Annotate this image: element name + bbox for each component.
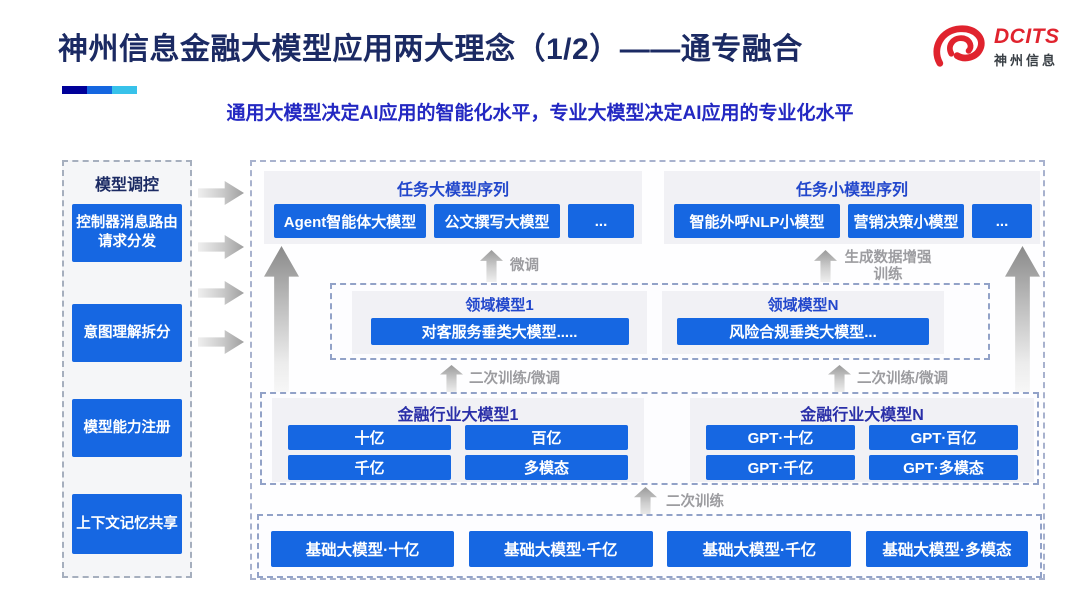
domain-model-layer: 领域模型1 对客服务垂类大模型..... 领域模型N 风险合规垂类大模型... bbox=[330, 283, 990, 360]
group-title: 领域模型N bbox=[767, 297, 839, 314]
model-architecture-diagram: 任务大模型序列 Agent智能体大模型 公文撰写大模型 ... 任务小模型序列 … bbox=[250, 160, 1045, 580]
up-arrow-icon bbox=[480, 250, 503, 282]
right-arrow-icon bbox=[198, 281, 244, 305]
up-arrow-icon bbox=[814, 250, 837, 282]
right-arrow-icon bbox=[198, 181, 244, 205]
model-control-panel: 模型调控 控制器消息路由请求分发 意图理解拆分 模型能力注册 上下文记忆共享 bbox=[62, 160, 192, 578]
industry-model-group-n: 金融行业大模型N GPT·十亿 GPT·百亿 GPT·千亿 GPT·多模态 bbox=[690, 398, 1034, 482]
sidebar-item-intent: 意图理解拆分 bbox=[72, 304, 182, 362]
model-chip: Agent智能体大模型 bbox=[274, 204, 426, 238]
group-title: 任务大模型序列 bbox=[396, 182, 509, 199]
model-chip: 公文撰写大模型 bbox=[434, 204, 560, 238]
model-chip: 对客服务垂类大模型..... bbox=[370, 318, 629, 345]
accent-segment bbox=[62, 86, 87, 94]
flow-label-retrain-ft: 二次训练/微调 bbox=[857, 371, 949, 387]
sidebar-item-context: 上下文记忆共享 bbox=[72, 494, 182, 554]
model-chip: 百亿 bbox=[465, 425, 628, 450]
model-chip: 十亿 bbox=[288, 425, 451, 450]
up-arrow-icon bbox=[1005, 246, 1040, 392]
group-title: 金融行业大模型N bbox=[800, 407, 924, 424]
model-chip: 基础大模型·千亿 bbox=[468, 531, 653, 567]
accent-bar bbox=[62, 86, 137, 94]
flow-label-finetune: 微调 bbox=[510, 258, 539, 274]
industry-model-group-1: 金融行业大模型1 十亿 百亿 千亿 多模态 bbox=[272, 398, 644, 482]
model-chip: GPT·多模态 bbox=[869, 455, 1018, 480]
right-arrow-icon bbox=[198, 330, 244, 354]
model-chip: 营销决策小模型 bbox=[848, 204, 964, 238]
up-arrow-icon bbox=[828, 365, 851, 393]
model-chip: 基础大模型·多模态 bbox=[865, 531, 1028, 567]
task-small-model-group: 任务小模型序列 智能外呼NLP小模型 营销决策小模型 ... bbox=[664, 171, 1040, 244]
flow-label-retrain: 二次训练 bbox=[666, 494, 724, 510]
up-arrow-icon bbox=[634, 487, 657, 517]
flow-label-retrain-ft: 二次训练/微调 bbox=[469, 371, 561, 387]
model-chip: 基础大模型·千亿 bbox=[667, 531, 852, 567]
slide-subtitle: 通用大模型决定AI应用的智能化水平，专业大模型决定AI应用的专业化水平 bbox=[226, 103, 854, 124]
model-chip: 千亿 bbox=[288, 455, 451, 480]
model-chip: 多模态 bbox=[465, 455, 628, 480]
sidebar-item-router: 控制器消息路由请求分发 bbox=[72, 204, 182, 262]
accent-segment bbox=[112, 86, 137, 94]
model-chip: 基础大模型·十亿 bbox=[271, 531, 454, 567]
model-chip: 智能外呼NLP小模型 bbox=[674, 204, 840, 238]
industry-model-layer: 金融行业大模型1 十亿 百亿 千亿 多模态 金融行业大模型N GPT·十亿 GP… bbox=[260, 392, 1039, 485]
model-chip: GPT·千亿 bbox=[706, 455, 855, 480]
task-large-model-group: 任务大模型序列 Agent智能体大模型 公文撰写大模型 ... bbox=[264, 171, 642, 244]
group-title: 任务小模型序列 bbox=[795, 182, 908, 199]
model-chip: GPT·百亿 bbox=[869, 425, 1018, 450]
logo-brand-text: DCITS bbox=[994, 24, 1060, 48]
base-model-layer: 基础大模型·十亿 基础大模型·千亿 基础大模型·千亿 基础大模型·多模态 bbox=[257, 514, 1042, 578]
ellipsis-chip: ... bbox=[568, 204, 634, 238]
model-chip: 风险合规垂类大模型... bbox=[677, 318, 929, 345]
up-arrow-icon bbox=[264, 246, 299, 392]
sidebar-item-registry: 模型能力注册 bbox=[72, 399, 182, 457]
domain-model-group-n: 领域模型N 风险合规垂类大模型... bbox=[662, 291, 944, 354]
model-chip: GPT·十亿 bbox=[706, 425, 855, 450]
logo-brand-cn: 神州信息 bbox=[994, 52, 1059, 68]
domain-model-group-1: 领域模型1 对客服务垂类大模型..... bbox=[352, 291, 647, 354]
sidebar-title: 模型调控 bbox=[94, 177, 159, 194]
flow-label-gendata: 生成数据增强训练 bbox=[844, 250, 932, 283]
ellipsis-chip: ... bbox=[972, 204, 1032, 238]
right-arrow-icon bbox=[198, 235, 244, 259]
page-title: 神州信息金融大模型应用两大理念（1/2）——通专融合 bbox=[58, 33, 803, 66]
group-title: 领域模型1 bbox=[465, 297, 534, 314]
accent-segment bbox=[87, 86, 112, 94]
dcits-swirl-icon bbox=[933, 25, 985, 67]
group-title: 金融行业大模型1 bbox=[397, 407, 519, 424]
up-arrow-icon bbox=[440, 365, 463, 393]
dcits-logo: DCITS 神州信息 bbox=[930, 24, 1060, 70]
